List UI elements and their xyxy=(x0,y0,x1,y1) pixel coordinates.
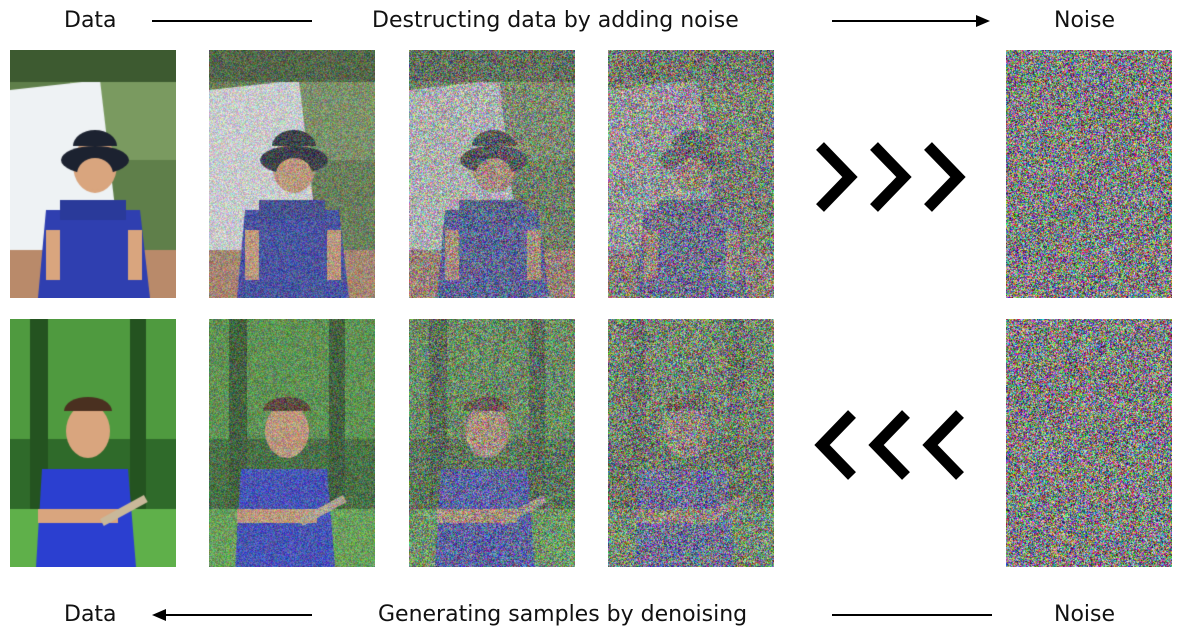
forward-image-noisy-3 xyxy=(608,50,774,298)
forward-image-noisy-1 xyxy=(209,50,375,298)
top-right-arrowhead-icon xyxy=(976,15,990,27)
forward-image-pure-noise xyxy=(1006,50,1172,298)
forward-image-noisy-2 xyxy=(409,50,575,298)
top-noise-label: Noise xyxy=(1054,8,1116,33)
top-left-line xyxy=(152,20,312,22)
triple-chevron-left-icon xyxy=(814,410,964,480)
top-data-label: Data xyxy=(64,8,117,33)
top-right-arrow-line xyxy=(832,20,978,22)
reverse-image-noisy-1 xyxy=(209,319,375,567)
bottom-noise-label: Noise xyxy=(1054,602,1116,627)
top-caption: Destructing data by adding noise xyxy=(372,8,739,33)
bottom-right-line xyxy=(832,614,992,616)
reverse-image-clean xyxy=(10,319,176,567)
triple-chevron-right-icon xyxy=(816,142,966,212)
reverse-image-pure-noise xyxy=(1006,319,1172,567)
bottom-data-label: Data xyxy=(64,602,117,627)
reverse-image-noisy-3 xyxy=(608,319,774,567)
bottom-left-arrowhead-icon xyxy=(152,609,166,621)
bottom-caption: Generating samples by denoising xyxy=(378,602,748,627)
bottom-left-arrow-line xyxy=(164,614,312,616)
forward-image-clean xyxy=(10,50,176,298)
reverse-image-noisy-2 xyxy=(409,319,575,567)
